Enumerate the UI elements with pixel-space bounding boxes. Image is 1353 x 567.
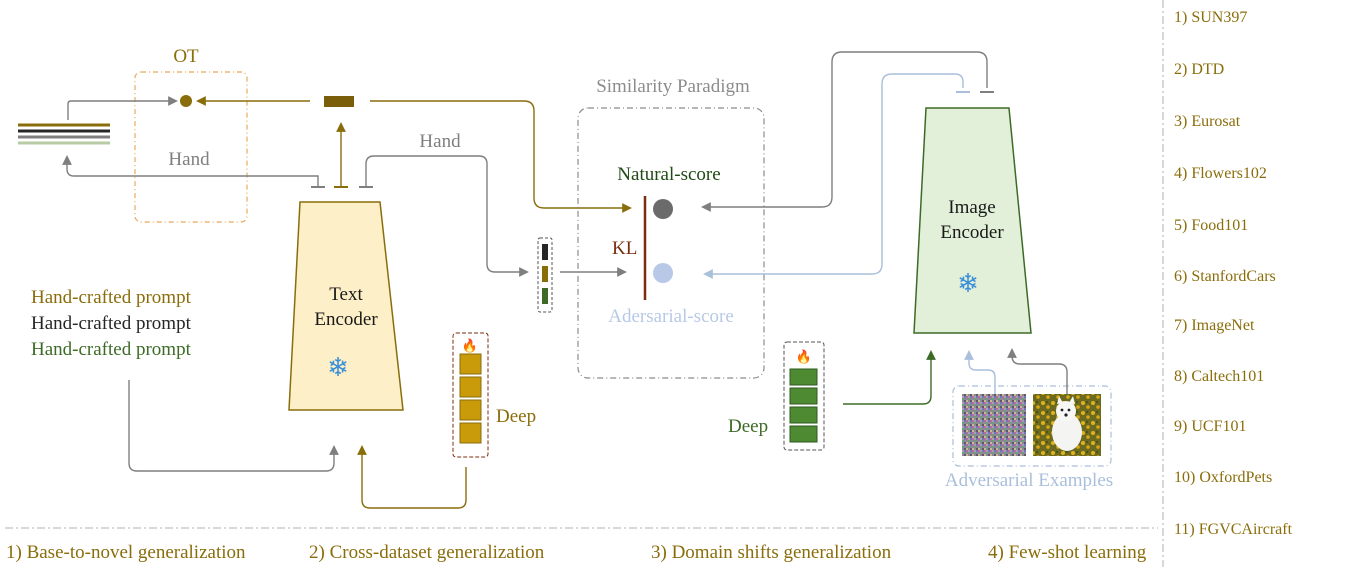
deep-left-token	[459, 399, 482, 421]
dataset-item: 10) OxfordPets	[1174, 469, 1272, 486]
prompt-column	[537, 237, 553, 313]
clean-dog-image	[1033, 394, 1101, 456]
dataset-item: 4) Flowers102	[1174, 165, 1267, 182]
ot-box	[134, 71, 248, 223]
prompt-column-token	[542, 244, 548, 260]
task-item: 3) Domain shifts generalization	[651, 542, 892, 563]
image-to-natural-arrow	[701, 51, 988, 212]
dataset-item: 7) ImageNet	[1174, 317, 1255, 334]
prompt-1: Hand-crafted prompt	[31, 287, 192, 308]
kl-label: KL	[612, 238, 637, 259]
adversarial-noise-image	[962, 394, 1026, 456]
deep-left-token	[459, 422, 482, 444]
dataset-item: 9) UCF101	[1174, 418, 1246, 435]
flame-icon: 🔥	[462, 338, 478, 353]
text-encoder	[288, 201, 404, 411]
image-encoder-label-1: Image	[948, 197, 995, 218]
hand-left-arrow	[62, 155, 319, 186]
adversarial-examples-label: Adversarial Examples	[945, 470, 1113, 491]
deep-left-token	[459, 353, 482, 375]
prompt-column-token	[542, 266, 548, 282]
similarity-paradigm-label: Similarity Paradigm	[596, 76, 750, 97]
task-item: 1) Base-to-novel generalization	[6, 542, 246, 563]
prompt-to-encoder-arrow	[128, 380, 339, 472]
hand-left-label: Hand	[168, 149, 210, 170]
clean-image-to-encoder-arrow	[1007, 348, 1068, 394]
task-item: 4) Few-shot learning	[988, 542, 1147, 563]
deep-right-stack	[783, 341, 825, 451]
deep-right-token	[789, 368, 818, 386]
dataset-item: 8) Caltech101	[1174, 368, 1264, 385]
prompt-3: Hand-crafted prompt	[31, 339, 192, 360]
prompt-column-token	[542, 288, 548, 304]
text-encoder-label-1: Text	[329, 284, 363, 305]
deep-left-label: Deep	[496, 406, 536, 427]
hand-right-label: Hand	[419, 131, 461, 152]
image-to-adversarial-arrow	[703, 73, 964, 279]
natural-score-label: Natural-score	[617, 164, 720, 185]
dataset-item: 6) StanfordCars	[1174, 268, 1276, 285]
adversarial-score-node	[653, 263, 673, 283]
prompt-2: Hand-crafted prompt	[31, 313, 192, 334]
dataset-item: 11) FGVCAircraft	[1174, 521, 1293, 538]
deep-right-token	[789, 425, 818, 443]
ot-label: OT	[173, 46, 199, 67]
image-encoder	[913, 107, 1032, 334]
task-list: 1) Base-to-novel generalization 2) Cross…	[6, 542, 1147, 563]
image-encoder-label-2: Encoder	[940, 222, 1004, 243]
text-encoder-label-2: Encoder	[314, 309, 378, 330]
bar-to-natural-arrow	[370, 100, 632, 213]
deep-left-stack	[452, 332, 489, 458]
dataset-item: 2) DTD	[1174, 61, 1224, 78]
ot-node	[180, 95, 192, 107]
dataset-item: 3) Eurosat	[1174, 113, 1241, 130]
snowflake-icon: ❄	[327, 353, 349, 382]
deep-to-image-encoder-arrow	[843, 350, 936, 405]
task-item: 2) Cross-dataset generalization	[309, 542, 545, 563]
text-feature-bar	[324, 96, 354, 107]
snowflake-icon: ❄	[957, 269, 979, 298]
hand-right-arrow	[365, 155, 529, 277]
adv-image-to-encoder-arrow	[964, 350, 996, 394]
adversarial-examples-box	[952, 385, 1112, 467]
dataset-item: 1) SUN397	[1174, 9, 1247, 26]
stack-to-ot-arrow	[67, 96, 178, 120]
adversarial-score-label: Adersarial-score	[608, 306, 734, 327]
flame-icon: 🔥	[796, 349, 812, 364]
deep-right-token	[789, 387, 818, 405]
similarity-paradigm-box	[577, 107, 765, 379]
natural-score-node	[653, 199, 673, 219]
deep-right-token	[789, 406, 818, 424]
deep-right-label: Deep	[728, 416, 768, 437]
deep-left-token	[459, 376, 482, 398]
dataset-item: 5) Food101	[1174, 217, 1248, 234]
dataset-list: 1) SUN397 2) DTD 3) Eurosat 4) Flowers10…	[1174, 9, 1293, 538]
deep-to-text-encoder-arrow	[357, 445, 467, 509]
text-feature-lines	[18, 123, 110, 145]
